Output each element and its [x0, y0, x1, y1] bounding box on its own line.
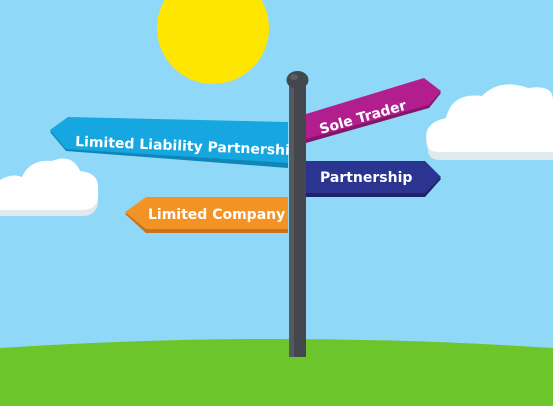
sign-partnership-label: Partnership	[320, 170, 412, 186]
sun	[157, 0, 269, 84]
sign-limited-liability-partnership: Limited Liability Partnership	[50, 117, 300, 168]
signpost-pole	[286, 71, 309, 357]
sign-partnership: Partnership	[306, 161, 441, 197]
sign-limited-company-label: Limited Company	[148, 207, 285, 223]
cloud-left	[0, 158, 99, 216]
grass	[0, 339, 553, 406]
sign-limited-company: Limited Company	[125, 197, 288, 233]
cloud-right	[426, 84, 553, 160]
